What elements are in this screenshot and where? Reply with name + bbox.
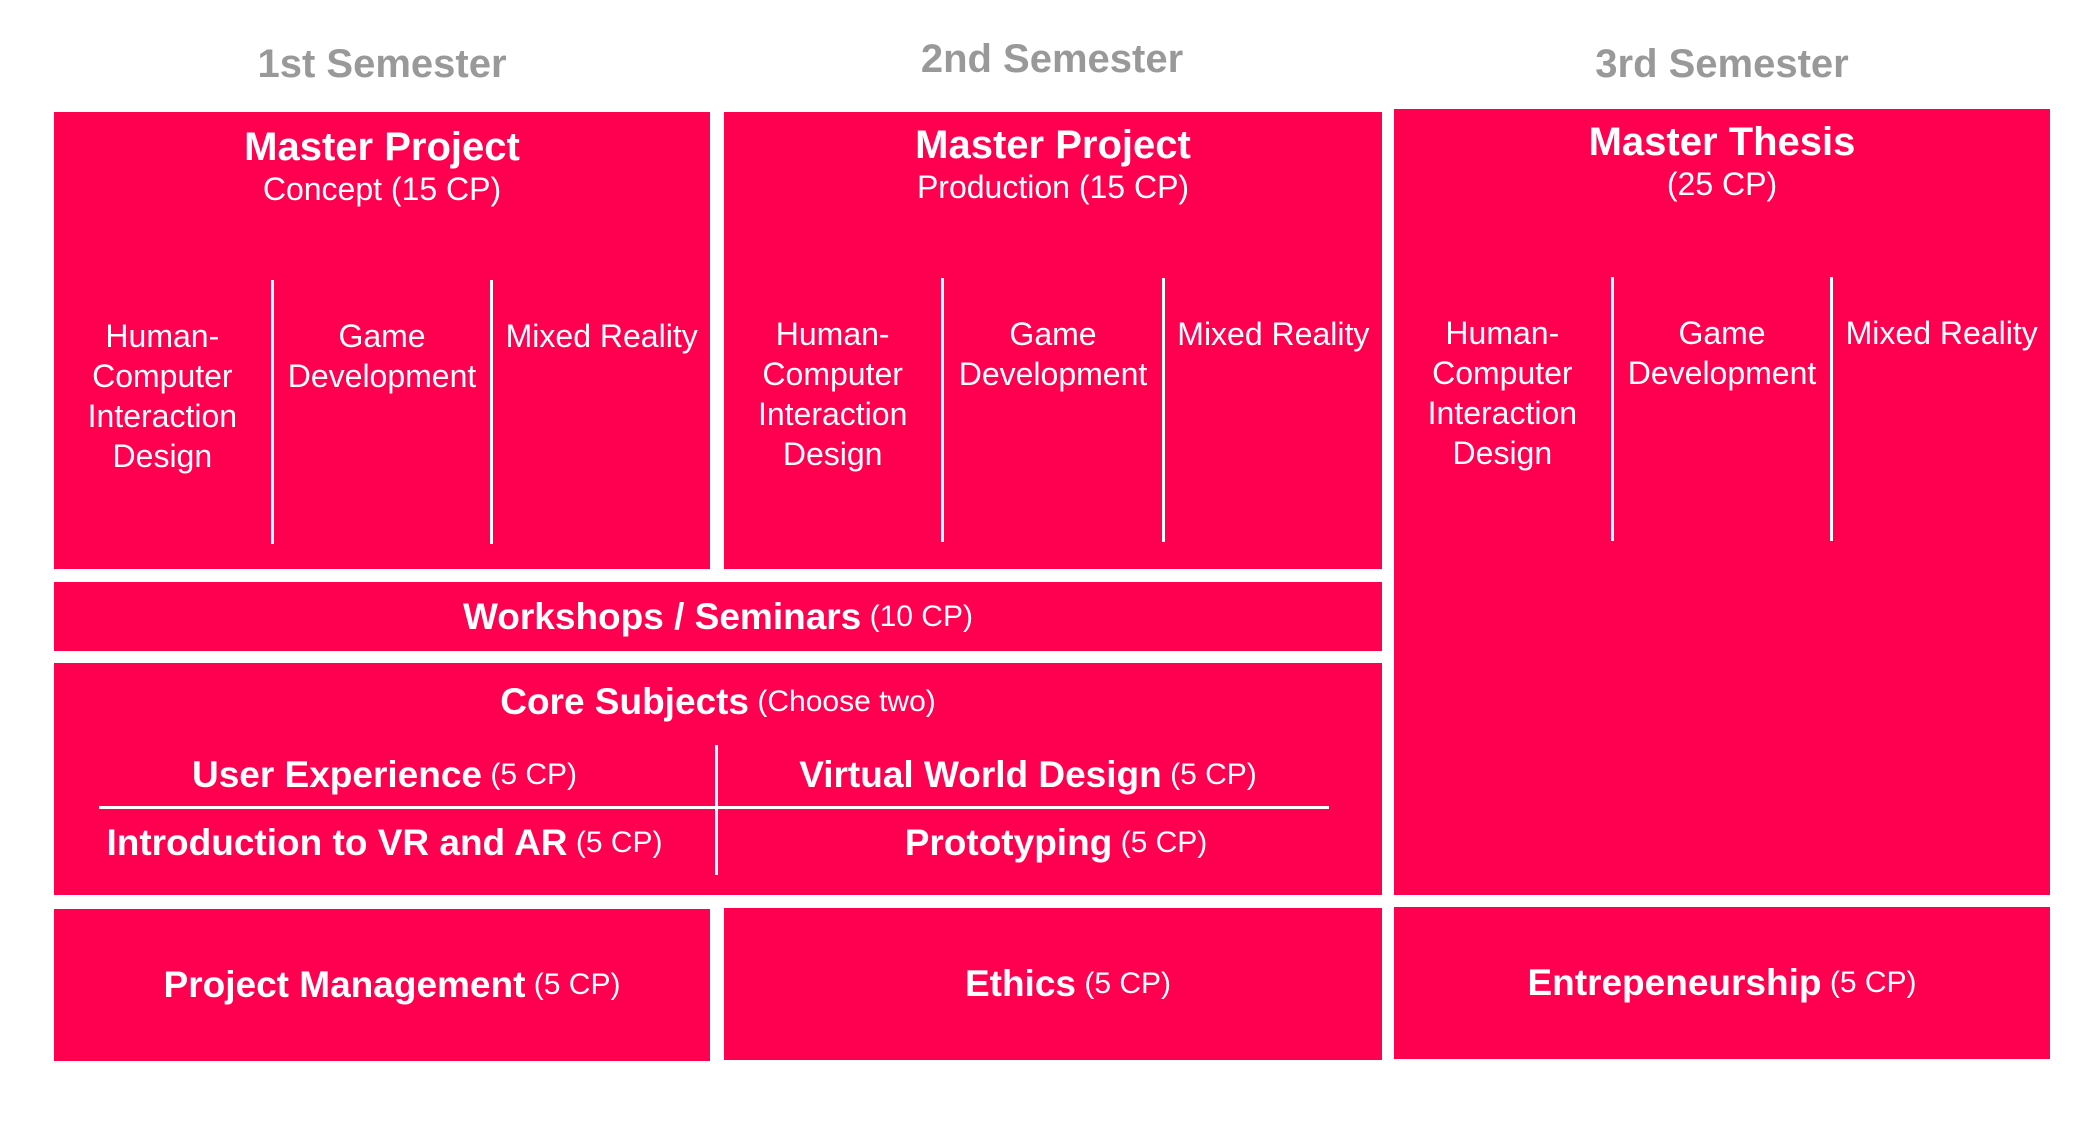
box-subtitle: Production (15 CP) <box>916 169 1190 205</box>
core-subject: Introduction to VR and AR (5 CP) <box>106 822 663 863</box>
master-thesis: Master Thesis (25 CP) Human-Computer Int… <box>1394 109 2050 895</box>
core-note: (Choose two) <box>757 685 936 718</box>
track-hci: Human-Computer Interaction Design <box>1427 315 1578 471</box>
track-hci: Human-Computer Interaction Design <box>757 316 908 472</box>
box-title: Master Project <box>244 125 520 169</box>
core-subject: Virtual World Design (5 CP) <box>799 754 1257 795</box>
track-hci: Human-Computer Interaction Design <box>87 318 238 474</box>
semester-1-heading: 1st Semester <box>257 42 507 86</box>
core-v-divider <box>715 745 718 875</box>
workshops-cp: (10 CP) <box>869 599 973 633</box>
master-project-production: Master Project Production (15 CP) Human-… <box>724 112 1382 569</box>
core-subject: Prototyping (5 CP) <box>904 822 1208 863</box>
entrepreneurship: Entrepeneurship (5 CP) <box>1394 907 2050 1059</box>
track-game-dev: Game Development <box>270 280 491 544</box>
box-subtitle: (25 CP) <box>1666 166 1778 202</box>
track-game-dev: Game Development <box>941 278 1161 542</box>
semester-2-heading: 2nd Semester <box>920 37 1184 81</box>
core-subject: User Experience (5 CP) <box>191 754 578 795</box>
box-subtitle: Concept (15 CP) <box>262 171 502 207</box>
track-mixed-reality: Mixed Reality <box>1161 278 1382 542</box>
track-game-dev: Game Development <box>1610 277 1831 541</box>
core-title: Core Subjects <box>500 681 750 722</box>
core-h-divider <box>99 806 1329 809</box>
master-project-concept: Master Project Concept (15 CP) Human-Com… <box>54 112 710 569</box>
box-title: Master Project <box>915 123 1191 167</box>
semester-3-heading: 3rd Semester <box>1595 42 1849 86</box>
track-mixed-reality: Mixed Reality <box>1830 277 2050 541</box>
box-title: Master Thesis <box>1588 120 1856 164</box>
track-mixed-reality: Mixed Reality <box>490 280 710 544</box>
project-management: Project Management (5 CP) <box>54 909 710 1061</box>
core-subjects: Core Subjects (Choose two) User Experien… <box>54 663 1382 895</box>
workshops-name: Workshops / Seminars <box>463 595 862 637</box>
workshops-seminars: Workshops / Seminars (10 CP) <box>54 582 1382 651</box>
ethics: Ethics (5 CP) <box>724 908 1382 1060</box>
